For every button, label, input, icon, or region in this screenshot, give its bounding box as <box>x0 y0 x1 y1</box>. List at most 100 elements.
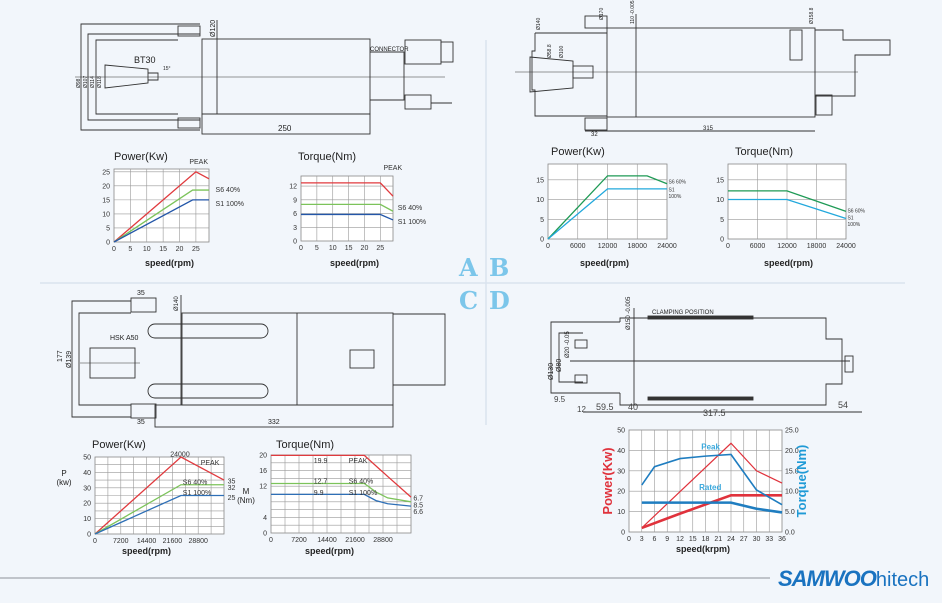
x-tick-label: 12000 <box>598 243 618 250</box>
annotation-label: 6.7 <box>413 496 423 503</box>
drawing-d-spindle: CLAMPING POSITION Ø150 -0.005 Ø130 Ø80 Ø… <box>548 296 862 418</box>
drawing-a-body-dia: Ø120 <box>210 20 217 37</box>
annotation-label: S6 40% <box>398 205 423 212</box>
section-label-a: A <box>459 253 478 282</box>
drawing-d-dim: 54 <box>838 400 848 410</box>
x-tick-label: 7200 <box>291 537 307 544</box>
drawing-d-dim: Ø150 -0.005 <box>626 296 632 330</box>
drawing-a-tool-label: BT30 <box>134 55 156 65</box>
series-line-power-peak <box>641 442 783 529</box>
x-tick-label: 6 <box>653 536 657 543</box>
chart-title: Power(Kw) <box>551 146 605 158</box>
annotation-label: PEAK <box>201 460 220 467</box>
x-tick-label: 7200 <box>113 538 129 545</box>
y-axis-label: Power(Kw) <box>600 447 615 514</box>
drawing-d-dim: Ø20 -0.05 <box>565 331 571 358</box>
plot-area <box>300 175 394 242</box>
drawing-a-dim: Ø98 <box>76 78 82 88</box>
chart-title: Torque(Nm) <box>276 439 334 451</box>
series-line-s6-40- <box>113 189 209 243</box>
x-tick-label: 12000 <box>777 243 797 250</box>
drawing-c-dim: Ø140 <box>174 296 180 311</box>
x-tick-label: 15 <box>159 246 167 253</box>
x-tick-label: 5 <box>128 246 132 253</box>
y-tick-label: 30 <box>617 468 625 475</box>
annotation-label: S1 100% <box>398 219 426 226</box>
y-tick-label: 10 <box>536 197 544 204</box>
annotation-label: S1 100% <box>183 490 211 497</box>
x-tick-label: 21 <box>714 536 722 543</box>
series-line-s1-100- <box>301 213 394 221</box>
y-tick-label: 25 <box>102 169 110 176</box>
annotation-label: 12.7 <box>314 479 328 486</box>
x-tick-label: 24000 <box>657 243 677 250</box>
drawing-c-length: 332 <box>268 419 280 426</box>
drawing-d-dim: 9.5 <box>554 395 566 404</box>
annotation-label: S6 40% <box>216 187 241 194</box>
brand-logo-bold: SAMWOO <box>778 566 877 591</box>
y2-axis-label: Torque(Nm) <box>794 445 809 518</box>
drawing-a-spindle-bt30: BT30 CONNECTOR 250 Ø120 Ø98 Ø107 Ø114 Ø1… <box>75 20 454 135</box>
x-tick-label: 0 <box>726 243 730 250</box>
y-tick-label: 10 <box>716 197 724 204</box>
drawing-d-dim: Ø80 <box>556 359 563 372</box>
annotation-label: 25 <box>228 495 236 502</box>
y-tick-label: 50 <box>617 428 625 435</box>
plot-area <box>113 168 210 243</box>
x-axis-label: speed(rpm) <box>122 546 171 556</box>
x-tick-label: 0 <box>299 245 303 252</box>
x-tick-label: 33 <box>765 536 773 543</box>
y-tick-label: 40 <box>83 470 91 477</box>
x-tick-label: 36 <box>778 536 786 543</box>
y2-tick-label: 15.0 <box>785 468 799 475</box>
x-tick-label: 0 <box>627 536 631 543</box>
drawing-c-flange-bottom: 35 <box>137 419 145 426</box>
y2-tick-label: 25.0 <box>785 428 799 435</box>
annotation-label: PEAK <box>349 458 368 465</box>
drawing-d-clamping-label: CLAMPING POSITION <box>652 310 714 316</box>
y-tick-label: 4 <box>263 515 267 522</box>
y-tick-label: 20 <box>83 501 91 508</box>
drawing-a-dim: Ø118 <box>97 76 103 88</box>
y-tick-label: 15 <box>102 197 110 204</box>
y-tick-label: 10 <box>102 211 110 218</box>
drawing-b-flange-width: 32 <box>591 132 598 138</box>
chart-title: Torque(Nm) <box>298 151 356 163</box>
x-tick-label: 25 <box>192 246 200 253</box>
annotation-label: Rated <box>699 483 721 492</box>
drawing-b-spindle: 315 32 Ø140 Ø58.8 Ø100 Ø170 110 -0.005 Ø… <box>515 0 891 138</box>
y-tick-label: 12 <box>289 184 297 191</box>
x-tick-label: 0 <box>269 537 273 544</box>
drawing-d-dim: 59.5 <box>596 402 614 412</box>
y-tick-label: 3 <box>293 225 297 232</box>
drawing-b-length: 315 <box>703 126 714 132</box>
y-tick-label: 0 <box>540 237 544 244</box>
x-tick-label: 21600 <box>163 538 183 545</box>
series-line-s6-40- <box>94 484 224 535</box>
x-axis-label: speed(rpm) <box>580 258 629 268</box>
y-tick-label: 40 <box>617 448 625 455</box>
y2-tick-label: 10.0 <box>785 489 799 496</box>
drawing-a-dim: Ø114 <box>90 76 96 88</box>
x-tick-label: 6000 <box>570 243 586 250</box>
series-line-s6-60- <box>547 175 668 240</box>
y-tick-label: 0 <box>293 239 297 246</box>
y-tick-label: 5 <box>540 217 544 224</box>
x-axis-label: speed(rpm) <box>305 546 354 556</box>
x-axis-label: speed(krpm) <box>676 544 730 554</box>
annotation-label: 24000 <box>170 452 190 459</box>
series-line-s1-100- <box>94 494 224 535</box>
drawing-b-dim: 110 -0.005 <box>630 0 636 24</box>
x-tick-label: 18 <box>702 536 710 543</box>
series-line-torque-rated <box>641 501 783 514</box>
brand-logo: SAMWOOhitech <box>778 566 929 593</box>
drawing-d-dim: 12 <box>577 405 586 414</box>
series-line-peak <box>301 182 394 197</box>
y-tick-label: 9 <box>293 197 297 204</box>
x-tick-label: 10 <box>143 246 151 253</box>
annotation-label: S6 40% <box>183 479 208 486</box>
chart-title: Torque(Nm) <box>735 146 793 158</box>
